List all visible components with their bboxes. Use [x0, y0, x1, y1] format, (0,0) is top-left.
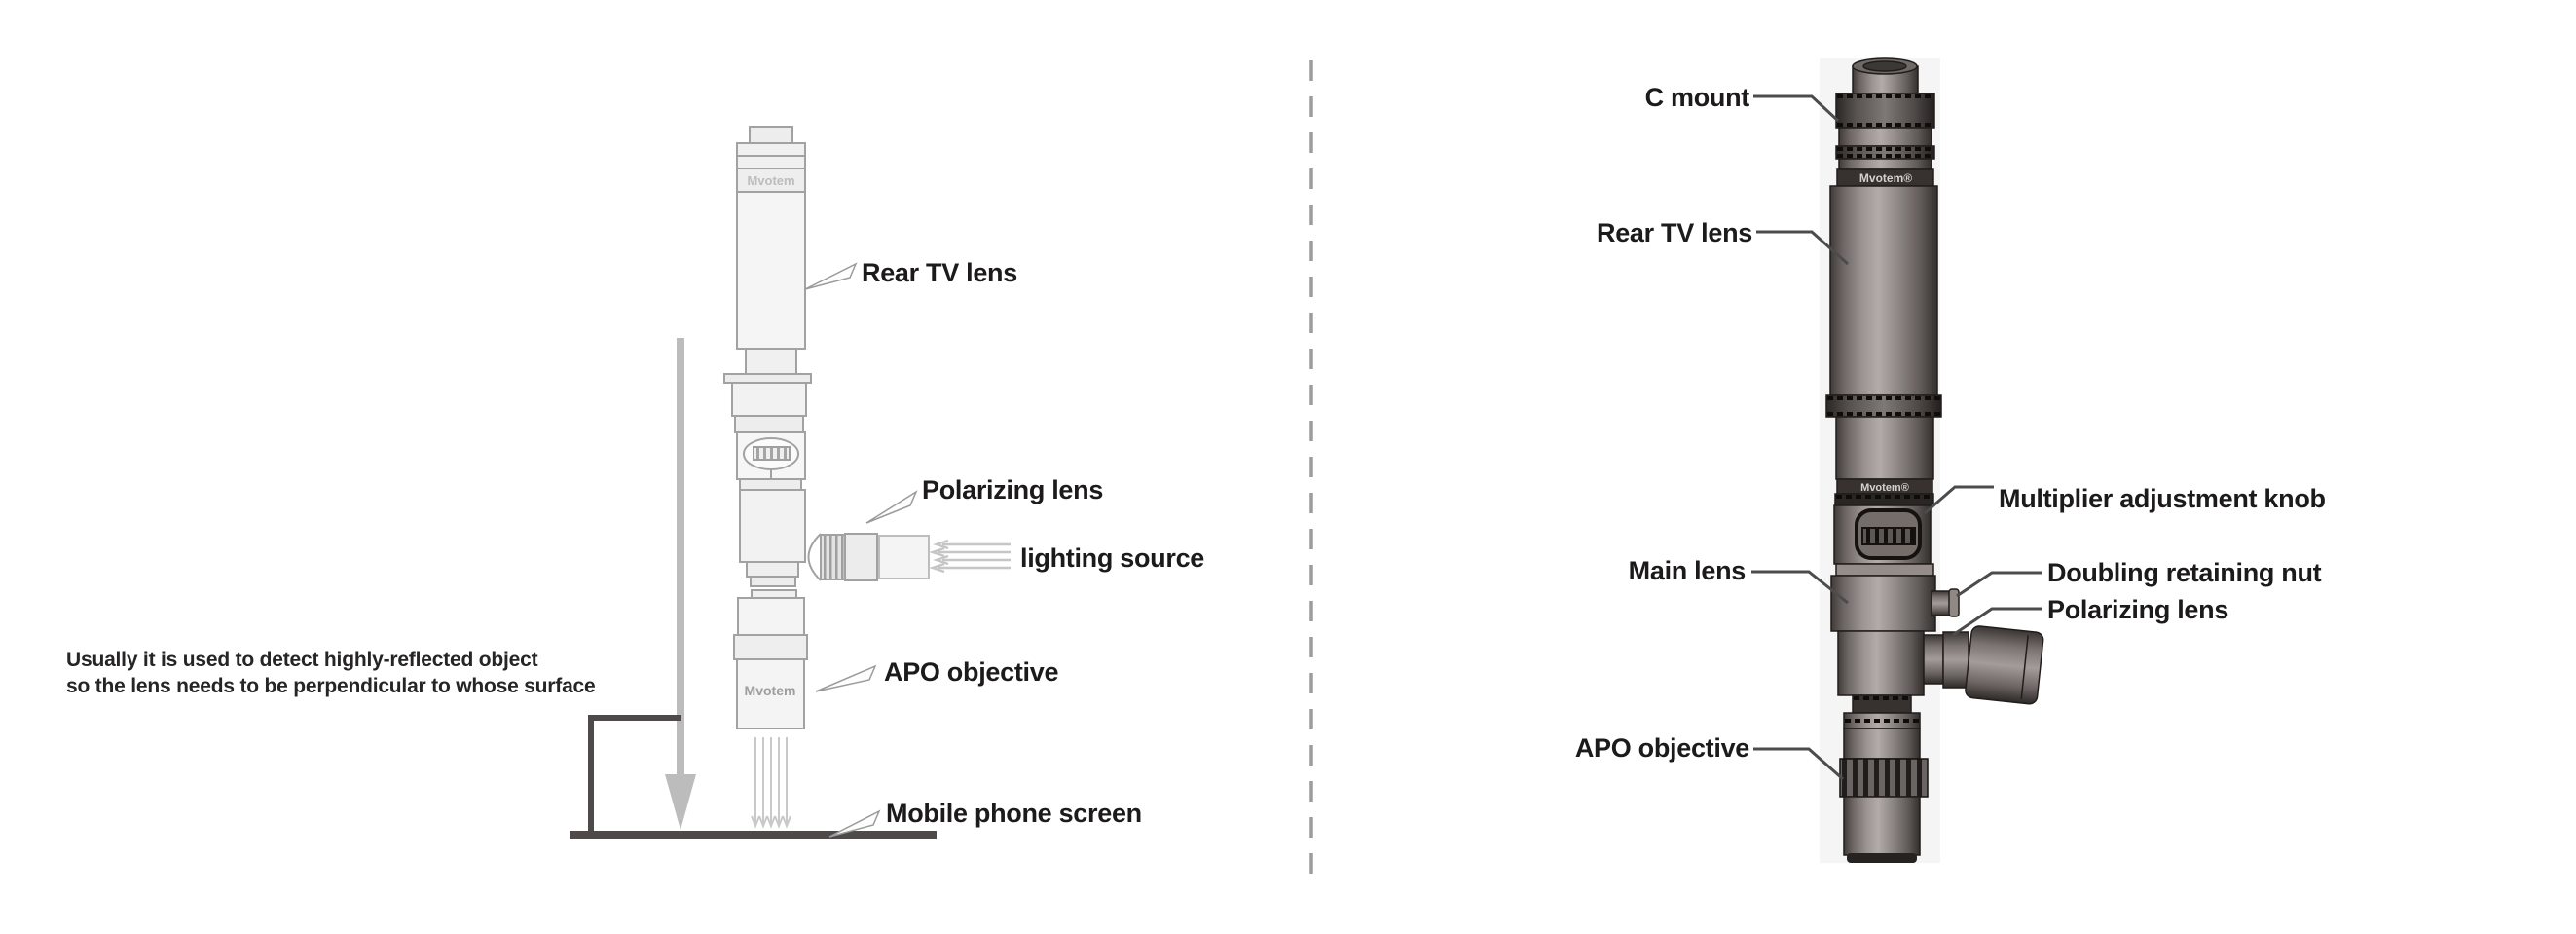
- stand-bracket: [588, 715, 681, 835]
- apo-knurl-part: [1839, 758, 1929, 798]
- label-mobile-phone-screen: Mobile phone screen: [886, 799, 1142, 828]
- perpendicular-arrow: [665, 338, 696, 830]
- left-brand-objective: Mvotem: [745, 683, 796, 698]
- label-doubling-retaining-nut: Doubling retaining nut: [2047, 558, 2322, 587]
- polarizing-lens-leader: [865, 490, 918, 524]
- polarizer-knurl-drawing: [820, 534, 846, 580]
- objective-rays: [751, 737, 791, 829]
- lighting-rays: [929, 539, 1011, 574]
- polarizing-lens-right-leader: [1952, 607, 2042, 637]
- c-mount-leader: [1753, 94, 1840, 123]
- apo-objective-drawing: [736, 658, 805, 729]
- polarizing-lens-part: [1923, 625, 2044, 705]
- label-rear-tv-lens-right: Rear TV lens: [1597, 218, 1752, 247]
- label-main-lens: Main lens: [1628, 556, 1747, 585]
- lighting-source-drawing: [878, 535, 930, 579]
- rear-tv-lens-part: [1829, 185, 1938, 396]
- label-apo-objective-left: APO objective: [884, 657, 1059, 687]
- multiplier-knob-leader: [1924, 485, 1994, 515]
- main-lens-part: [1830, 575, 1936, 632]
- rear-tv-lens-leader: [804, 262, 858, 290]
- label-multiplier-adjustment-knob: Multiplier adjustment knob: [1999, 484, 2326, 513]
- usage-note-line1: Usually it is used to detect highly-refl…: [66, 649, 538, 671]
- label-apo-objective-right: APO objective: [1574, 733, 1749, 763]
- label-polarizing-lens-left: Polarizing lens: [922, 475, 1104, 504]
- label-lighting-source: lighting source: [1020, 543, 1205, 573]
- apo-objective-leader: [815, 664, 877, 692]
- label-c-mount: C mount: [1644, 83, 1750, 112]
- right-lens-render: [1825, 57, 2044, 863]
- mobile-phone-screen-leader: [828, 809, 881, 838]
- label-rear-tv-lens-left: Rear TV lens: [862, 258, 1017, 287]
- right-brand-lower: Mvotem®: [1860, 482, 1909, 494]
- right-brand-upper: Mvotem®: [1859, 171, 1912, 185]
- main-lens-leader: [1751, 570, 1849, 605]
- usage-note-line2: so the lens needs to be perpendicular to…: [66, 675, 596, 697]
- apo-objective-part: [1843, 796, 1921, 856]
- rear-tv-lens-right-leader: [1756, 230, 1849, 266]
- apo-objective-right-leader: [1753, 747, 1844, 781]
- doubling-nut-leader: [1956, 571, 2042, 598]
- doubling-nut-part: [1931, 588, 1960, 617]
- left-brand-top: Mvotem: [747, 173, 794, 188]
- right-leader-lines: [1751, 94, 2042, 781]
- left-leader-darts: [804, 262, 918, 838]
- label-polarizing-lens-right: Polarizing lens: [2047, 595, 2229, 624]
- left-lens-drawing: [723, 126, 930, 729]
